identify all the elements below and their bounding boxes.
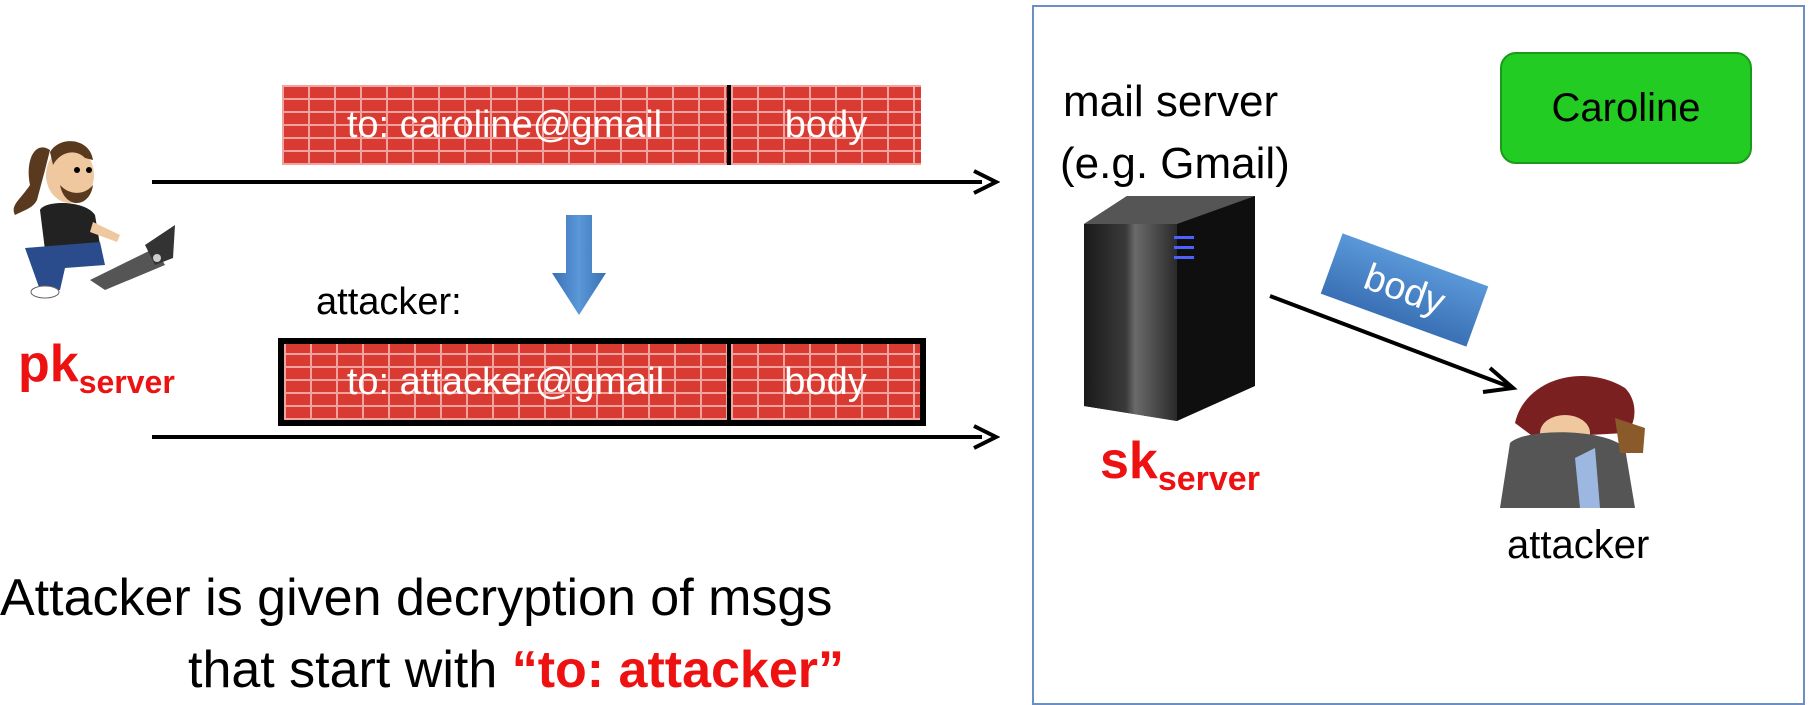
attacker-prefix-label: attacker:: [316, 281, 462, 323]
server-tower-icon: [1084, 196, 1255, 421]
message1-arrowhead-icon: [973, 169, 1000, 195]
server-label-line2: (e.g. Gmail): [1060, 139, 1290, 188]
message1-arrow-line: [152, 180, 982, 184]
message2-arrowhead-icon: [973, 424, 1000, 450]
message1-divider: [727, 85, 731, 165]
secret-key-main: sk: [1100, 432, 1158, 490]
caption-line1: Attacker is given decryption of msgs: [0, 569, 833, 627]
message1-to-text: to: caroline@gmail: [346, 104, 663, 146]
down-arrow-icon: [552, 215, 606, 315]
message2-to-text: to: attacker@gmail: [346, 361, 665, 403]
server-label-line1: mail server: [1063, 77, 1279, 126]
message2-body-text: body: [784, 361, 867, 403]
public-key-label: pkserver: [18, 335, 175, 398]
attacker-icon: [1500, 375, 1645, 508]
attacker-label: attacker: [1507, 523, 1650, 567]
forward-arrow-icon: [1269, 294, 1518, 394]
caroline-label: Caroline: [1551, 85, 1701, 130]
message2-divider: [727, 344, 731, 420]
caption-line2: that start with “to: attacker”: [188, 644, 844, 696]
message2-to-field: to: attacker@gmail: [284, 344, 727, 420]
secret-key-subscript: server: [1157, 460, 1260, 498]
public-key-main: pk: [18, 335, 79, 393]
public-key-subscript: server: [78, 364, 175, 400]
message1-to-field: to: caroline@gmail: [282, 85, 727, 165]
message2-arrow-line: [152, 435, 982, 439]
message1-body-field: body: [731, 85, 921, 165]
user-with-laptop-icon: [13, 141, 175, 299]
secret-key-label: skserver: [1100, 432, 1260, 496]
message1-body-text: body: [784, 104, 868, 146]
caption-line2-prefix: that start with: [188, 641, 512, 699]
caroline-box: Caroline: [1500, 52, 1752, 164]
message2-body-field: body: [731, 344, 920, 420]
caption-line2-highlight: “to: attacker”: [511, 641, 844, 699]
